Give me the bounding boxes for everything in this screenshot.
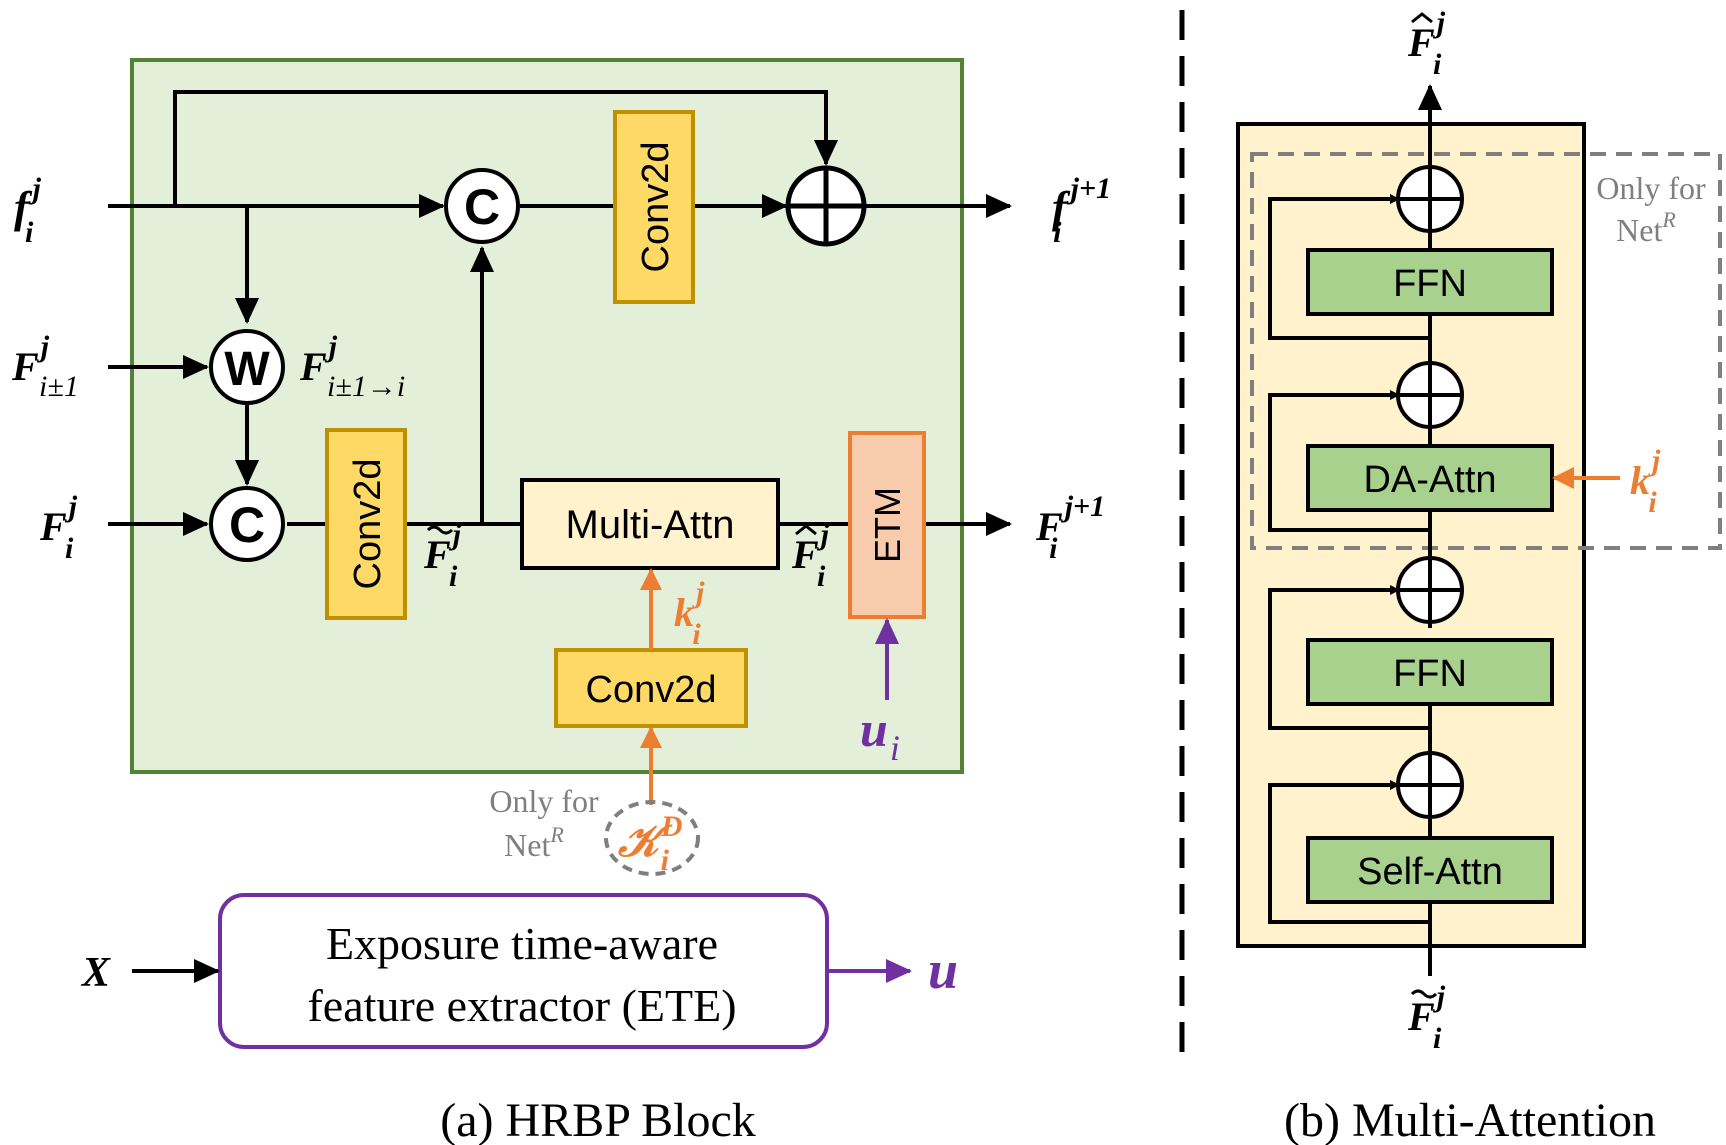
self-attn-box: Self-Attn	[1306, 836, 1554, 904]
ffn-top-box: FFN	[1306, 248, 1554, 316]
multi-attention-background	[1236, 122, 1586, 948]
etm-box: ETM	[848, 431, 926, 619]
ete-label-line2: feature extractor (ETE)	[307, 980, 736, 1031]
svg-text:Fji: Fji	[791, 518, 830, 593]
conv2d-top-box: Conv2d	[613, 110, 695, 304]
concat-node-top: C	[444, 168, 520, 244]
concat-label-bottom: C	[229, 497, 265, 553]
multi-attn-label: Multi-Attn	[566, 503, 735, 547]
concat-node-bottom: C	[209, 486, 285, 562]
ete-label-line1: Exposure time-aware	[326, 918, 718, 969]
net-r-only-region	[1250, 152, 1722, 550]
sum-node-b2	[1396, 556, 1464, 624]
svg-text:Fji: Fji	[423, 518, 462, 593]
only-for-label-a: Only for	[489, 783, 599, 819]
conv2d-bottom-box: Conv2d	[554, 648, 748, 728]
da-attn-box: DA-Attn	[1306, 444, 1554, 512]
ffn-bottom-label: FFN	[1393, 653, 1467, 695]
ffn-top-label: FFN	[1393, 263, 1467, 305]
da-attn-label: DA-Attn	[1363, 459, 1496, 501]
net-r-label-a: NetR	[504, 822, 564, 863]
caption-b: (b) Multi-Attention	[1284, 1094, 1656, 1145]
concat-label-top: C	[464, 179, 500, 235]
ete-box: Exposure time-aware feature extractor (E…	[218, 893, 829, 1049]
hrbp-block-background	[130, 58, 964, 774]
sum-node-b4	[1396, 165, 1464, 233]
conv2d-bottom-label: Conv2d	[586, 669, 717, 711]
only-for-label-b: Only for	[1596, 170, 1706, 206]
net-r-label-b: NetR	[1616, 207, 1676, 248]
caption-a: (a) HRBP Block	[440, 1094, 756, 1145]
multi-attn-box: Multi-Attn	[520, 478, 780, 570]
warp-label: W	[224, 343, 270, 396]
kd-dashed-circle	[604, 800, 700, 876]
self-attn-label: Self-Attn	[1357, 851, 1503, 893]
conv2d-left-box: Conv2d	[325, 428, 407, 620]
sum-node-b1	[1396, 751, 1464, 819]
top-feature-lines	[108, 90, 1012, 536]
u-output-label: u	[928, 940, 958, 1000]
conv2d-left-label: Conv2d	[347, 459, 389, 590]
svg-text:Fji: Fji	[1407, 980, 1446, 1055]
u-i-label: ui	[860, 701, 900, 768]
warp-node: W	[209, 329, 285, 405]
ffn-bottom-box: FFN	[1306, 638, 1554, 706]
multi-attention-lines	[1268, 84, 1442, 976]
etm-label: ETM	[867, 487, 908, 563]
sum-node-b3	[1396, 361, 1464, 429]
x-label: X	[80, 950, 111, 996]
conv2d-top-label: Conv2d	[635, 142, 677, 273]
svg-text:Fji: Fji	[1407, 6, 1446, 81]
sum-node-top	[785, 165, 867, 247]
